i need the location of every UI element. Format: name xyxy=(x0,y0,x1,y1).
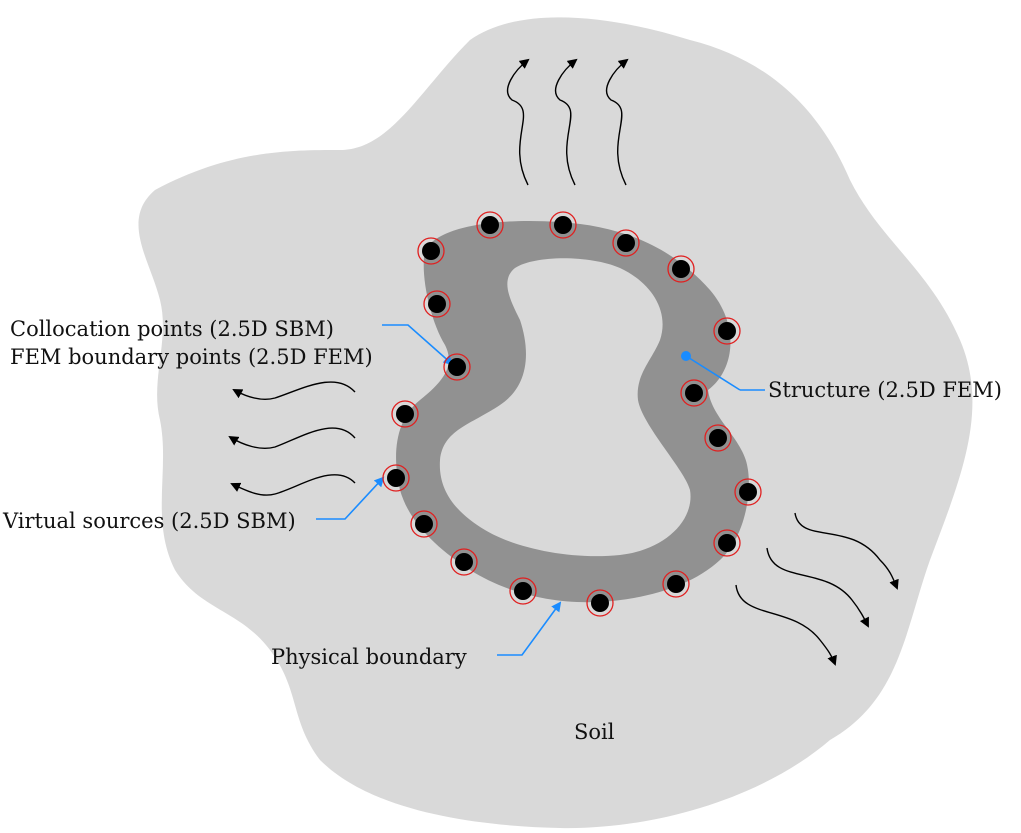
boundary-point xyxy=(586,589,614,617)
label-structure: Structure (2.5D FEM) xyxy=(768,378,1002,402)
virtual-source-ring xyxy=(391,400,419,428)
virtual-source-ring xyxy=(667,255,695,283)
label-collocation-points: Collocation points (2.5D SBM) xyxy=(10,317,334,341)
wave-arrow-top-3 xyxy=(605,58,629,186)
boundary-point xyxy=(704,424,732,452)
physical-boundary-leader xyxy=(497,601,562,656)
wave-arrows-top xyxy=(506,58,629,186)
collocation-point xyxy=(396,405,414,423)
virtual-source-ring xyxy=(734,478,762,506)
soil-region xyxy=(138,17,973,829)
boundary-point xyxy=(443,353,471,381)
structure-leader xyxy=(685,355,741,391)
wave-arrow-left-3 xyxy=(230,474,356,496)
collocation-point xyxy=(455,553,473,571)
virtual-source-ring xyxy=(423,290,451,318)
wave-arrow-br-1 xyxy=(794,512,899,590)
boundary-point xyxy=(680,379,708,407)
virtual-source-ring xyxy=(417,237,445,265)
boundary-point xyxy=(382,464,410,492)
collocation-point xyxy=(672,260,690,278)
boundary-point xyxy=(713,529,741,557)
wave-arrow-top-1 xyxy=(506,58,530,186)
boundary-point xyxy=(450,548,478,576)
collocation-point xyxy=(718,322,736,340)
wave-arrows-left xyxy=(228,381,356,496)
collocation-point xyxy=(387,469,405,487)
boundary-point xyxy=(509,577,537,605)
collocation-point xyxy=(428,295,446,313)
boundary-point xyxy=(612,229,640,257)
boundary-point xyxy=(662,570,690,598)
collocation-point xyxy=(448,358,466,376)
structure-ring xyxy=(396,220,749,603)
label-physical-boundary: Physical boundary xyxy=(271,645,467,669)
virtual-sources-leader xyxy=(316,476,385,520)
virtual-source-ring xyxy=(680,379,708,407)
label-soil: Soil xyxy=(574,720,615,744)
virtual-source-ring xyxy=(586,589,614,617)
collocation-point xyxy=(718,534,736,552)
wave-arrow-br-3 xyxy=(735,584,837,666)
boundary-point xyxy=(410,510,438,538)
boundary-point xyxy=(667,255,695,283)
virtual-source-ring xyxy=(713,317,741,345)
boundary-point xyxy=(476,211,504,239)
collocation-point xyxy=(514,582,532,600)
virtual-source-ring xyxy=(443,353,471,381)
virtual-source-ring xyxy=(704,424,732,452)
boundary-point xyxy=(713,317,741,345)
collocation-point xyxy=(554,216,572,234)
wave-arrow-left-1 xyxy=(232,381,356,400)
virtual-source-ring xyxy=(382,464,410,492)
boundary-point xyxy=(734,478,762,506)
collocation-point xyxy=(617,234,635,252)
virtual-source-ring xyxy=(476,211,504,239)
wave-arrow-br-2 xyxy=(766,547,869,628)
label-virtual-sources: Virtual sources (2.5D SBM) xyxy=(2,509,296,533)
boundary-point xyxy=(549,211,577,239)
boundary-point xyxy=(391,400,419,428)
virtual-source-ring xyxy=(450,548,478,576)
collocation-point xyxy=(685,384,703,402)
virtual-source-ring xyxy=(410,510,438,538)
collocation-point xyxy=(422,242,440,260)
collocation-point xyxy=(481,216,499,234)
wave-arrow-left-2 xyxy=(228,427,356,449)
collocation-leader xyxy=(382,324,454,366)
wave-arrows-bottom-right xyxy=(735,512,899,666)
collocation-point xyxy=(667,575,685,593)
collocation-point xyxy=(415,515,433,533)
boundary-points xyxy=(382,211,762,617)
virtual-source-ring xyxy=(612,229,640,257)
collocation-point xyxy=(739,483,757,501)
collocation-point xyxy=(709,429,727,447)
virtual-source-ring xyxy=(549,211,577,239)
collocation-point xyxy=(591,594,609,612)
boundary-point xyxy=(423,290,451,318)
virtual-source-ring xyxy=(662,570,690,598)
virtual-source-ring xyxy=(713,529,741,557)
virtual-source-ring xyxy=(509,577,537,605)
label-fem-boundary-points: FEM boundary points (2.5D FEM) xyxy=(10,345,373,369)
structure-leader-dot xyxy=(681,351,691,361)
boundary-point xyxy=(417,237,445,265)
wave-arrow-top-2 xyxy=(554,58,578,186)
